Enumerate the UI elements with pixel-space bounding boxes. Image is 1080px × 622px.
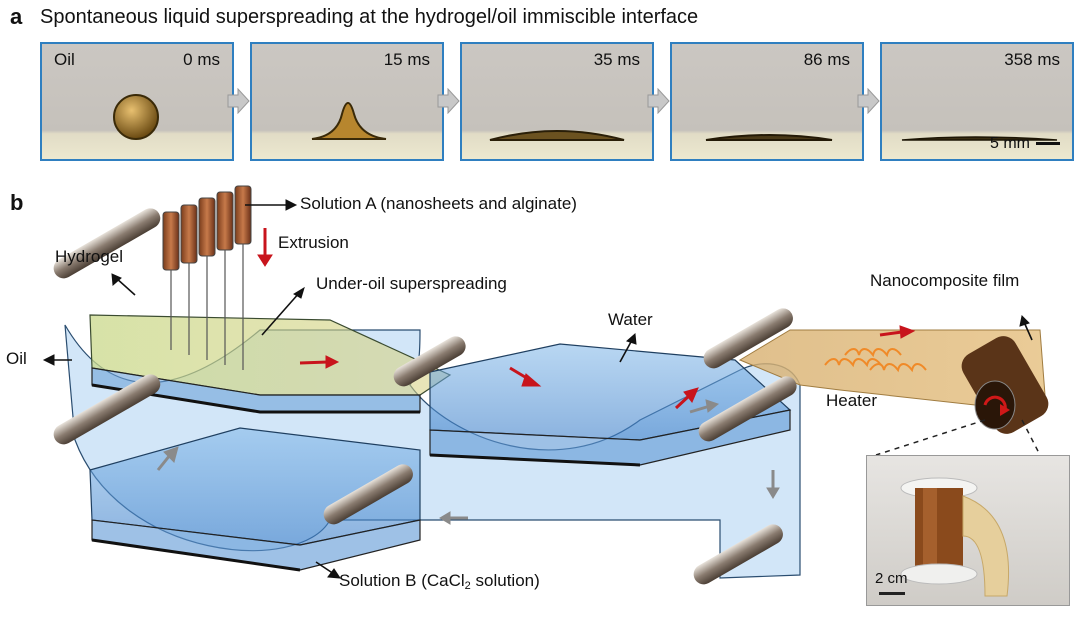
arrow-icon: [646, 87, 670, 115]
frame-time: 15 ms: [383, 50, 430, 69]
frame-time: 86 ms: [803, 50, 850, 69]
flow-arrows-red: [257, 228, 916, 410]
photo-scale-bar: [879, 592, 905, 595]
arrow-icon: [226, 87, 250, 115]
scale-bar: [1036, 142, 1060, 145]
rollers: [53, 208, 797, 585]
arrow-icon: [856, 87, 880, 115]
solution-b-subscript: 2: [464, 580, 471, 592]
heater-coils: [824, 348, 927, 373]
oil-label-b: Oil: [6, 349, 27, 368]
oil-label: Oil: [54, 50, 75, 69]
frame-time: 0 ms: [183, 50, 220, 69]
solution-b-label: Solution B (CaCl2 solution): [339, 571, 540, 592]
frame-time: 358 ms: [1004, 50, 1060, 69]
water-label: Water: [608, 310, 653, 329]
panel-a-title: Spontaneous liquid superspreading at the…: [40, 6, 699, 28]
droplet-thin-film: [901, 136, 1058, 141]
photo-scale-label: 2 cm: [875, 570, 908, 587]
frame-time: 35 ms: [593, 50, 640, 69]
heater-label: Heater: [826, 391, 878, 410]
film-roll-illustration: [900, 477, 1010, 597]
arrow-icon: [436, 87, 460, 115]
droplet-spreading: [489, 130, 625, 141]
nanocomposite-label: Nanocomposite film: [870, 271, 1020, 290]
droplet-cone: [311, 102, 387, 140]
panel-b-letter: b: [10, 190, 24, 215]
flow-arrows-grey: [156, 399, 780, 525]
syringes: [162, 185, 252, 370]
droplet-film: [705, 134, 833, 141]
scale-label: 5 mm: [990, 135, 1030, 152]
solution-a-label: Solution A (nanosheets and alginate): [300, 194, 577, 213]
frame-0ms: Oil 0 ms: [40, 42, 234, 161]
solution-b-suffix: solution): [470, 571, 540, 590]
frame-86ms: 86 ms: [670, 42, 864, 161]
take-up-roll: [961, 336, 1049, 434]
hydrogel-label: Hydrogel: [55, 247, 124, 266]
film-roll-photo: 2 cm: [866, 455, 1070, 606]
frame-358ms: 358 ms 5 mm: [880, 42, 1074, 161]
leader-arrows: [42, 199, 1033, 579]
panel-a-letter: a: [10, 4, 23, 29]
frame-15ms: 15 ms: [250, 42, 444, 161]
under-oil-label: Under-oil superspreading: [316, 274, 507, 293]
extrusion-label: Extrusion: [278, 233, 349, 252]
solution-b-prefix: Solution B (CaCl: [339, 571, 465, 590]
droplet-sphere: [113, 94, 159, 140]
